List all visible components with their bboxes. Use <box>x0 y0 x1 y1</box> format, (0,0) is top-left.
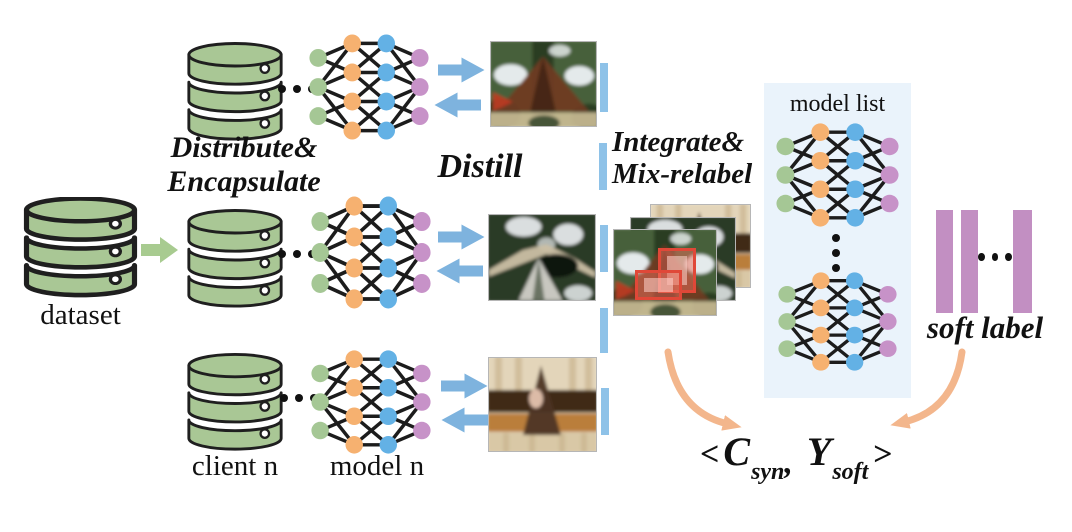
arrow-left-icon <box>436 258 483 284</box>
divider-bar <box>600 308 608 353</box>
mix-crop-box-inner <box>644 278 673 292</box>
formula-comma: , <box>784 444 793 481</box>
label-distribute-encapsulate: Distribute& Encapsulate <box>128 131 360 198</box>
dot <box>278 85 286 93</box>
arrow-right-icon <box>438 224 485 250</box>
neural-network-icon <box>310 349 432 455</box>
formula-c: C <box>723 429 751 474</box>
dot <box>293 250 301 258</box>
label-dataset: dataset <box>40 299 121 331</box>
distilled-image-mountain <box>488 214 596 301</box>
distilled-image-volcano <box>490 41 597 127</box>
label-client-n: client n <box>191 450 279 482</box>
database-icon <box>185 209 285 310</box>
dot <box>293 85 301 93</box>
dataset-database-icon <box>22 197 139 299</box>
converging-arrows <box>640 340 980 448</box>
dot <box>295 394 303 402</box>
green-arrow-icon <box>141 236 179 264</box>
neural-network-icon <box>775 122 900 228</box>
label-mix-relabel: Mix-relabel <box>612 158 753 191</box>
database-icon <box>185 42 285 143</box>
label-encapsulate: Encapsulate <box>167 164 321 198</box>
label-integrate-mixrelabel: Integrate& Mix-relabel <box>612 126 752 191</box>
label-soft-label: soft label <box>926 310 1044 345</box>
formula-y-subscript: soft <box>832 459 869 485</box>
arrow-left-icon <box>434 92 481 118</box>
dot <box>832 264 840 272</box>
arrow-right-icon <box>441 373 488 399</box>
label-model-list: model list <box>789 91 886 117</box>
formula-close-bracket: > <box>872 436 892 473</box>
divider-bar <box>600 63 608 112</box>
dot <box>832 249 840 257</box>
formula-c-subscript: syn <box>751 459 785 485</box>
database-icon <box>185 353 285 453</box>
divider-bar <box>601 388 609 435</box>
ellipsis-dots-vertical <box>828 233 844 273</box>
soft-label-bar <box>1013 210 1032 313</box>
neural-network-icon <box>308 33 430 141</box>
soft-label-bar <box>936 210 953 313</box>
dot <box>278 250 286 258</box>
soft-label-bar <box>961 210 978 313</box>
dot <box>832 234 840 242</box>
model-list-panel: model list <box>764 83 911 398</box>
arrow-left-icon <box>441 407 488 433</box>
label-model-n: model n <box>329 450 425 482</box>
formula-open-bracket: < <box>700 436 720 473</box>
dot <box>1005 253 1013 261</box>
output-formula: < Csyn, Ysoft > <box>700 428 945 485</box>
label-integrate: Integrate& <box>612 126 745 158</box>
label-distribute: Distribute& <box>170 131 318 164</box>
formula-y: Y <box>806 429 832 474</box>
neural-network-icon <box>310 195 432 310</box>
dot <box>978 253 985 261</box>
arrow-right-icon <box>438 57 485 83</box>
label-distill: Distill <box>437 148 523 185</box>
dot <box>280 394 288 402</box>
ellipsis-dots-horizontal <box>978 249 1013 265</box>
divider-bar <box>600 225 608 272</box>
mix-crop-box <box>635 270 682 300</box>
neural-network-icon <box>777 271 898 372</box>
divider-bar <box>599 143 607 190</box>
distilled-image-tan <box>488 357 597 452</box>
dot <box>991 253 999 261</box>
